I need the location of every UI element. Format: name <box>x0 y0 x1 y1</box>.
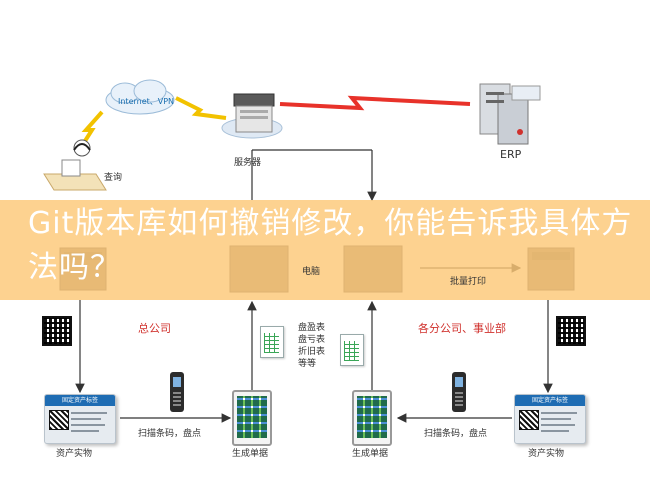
server-label: 服务器 <box>234 158 262 168</box>
asset-tag-title: 固定资产标签 <box>515 395 585 406</box>
lightning-bolt-erp <box>279 95 471 111</box>
asset-left-label: 资产实物 <box>56 449 93 459</box>
lightning-bolt-center <box>175 96 227 120</box>
report-item: 等等 <box>298 359 317 369</box>
erp-label: ERP <box>500 148 522 161</box>
scanner-right-icon <box>452 372 466 412</box>
generate-right-label: 生成单据 <box>352 449 389 459</box>
asset-tag-title: 固定资产标签 <box>45 395 115 406</box>
qr-code-left-icon <box>42 316 72 346</box>
erp-server-icon <box>479 83 541 145</box>
question-text: Git版本库如何撤销修改，你能告诉我具体方法吗？ <box>28 206 633 285</box>
report-list: 盘盈表 盘亏表 折旧表 等等 <box>298 322 325 370</box>
scan-left-label: 扫描条码，盘点 <box>138 429 202 439</box>
spreadsheet-right-icon <box>340 334 364 366</box>
server-icon <box>221 93 283 139</box>
scan-right-label: 扫描条码，盘点 <box>424 429 488 439</box>
generate-left-label: 生成单据 <box>232 449 269 459</box>
question-overlay <box>0 200 650 300</box>
cloud-icon <box>105 79 175 115</box>
report-item: 折旧表 <box>298 347 326 357</box>
head-office-label: 总公司 <box>138 322 171 335</box>
tablet-right-icon <box>352 390 392 446</box>
query-user-icon <box>43 139 107 191</box>
spreadsheet-left-icon <box>260 326 284 358</box>
report-item: 盘盈表 <box>298 323 326 333</box>
batch-print-label: 批量打印 <box>450 277 487 287</box>
tablet-left-icon <box>232 390 272 446</box>
report-item: 盘亏表 <box>298 335 326 345</box>
query-label: 查询 <box>104 173 123 183</box>
qr-code-right-icon <box>556 316 586 346</box>
asset-tag-left: 固定资产标签 <box>44 394 116 444</box>
vpn-label: Internet、VPN <box>118 97 175 106</box>
asset-tag-right: 固定资产标签 <box>514 394 586 444</box>
scanner-left-icon <box>170 372 184 412</box>
branches-label: 各分公司、事业部 <box>418 322 506 335</box>
asset-right-label: 资产实物 <box>528 449 565 459</box>
computer-label: 电脑 <box>302 267 321 277</box>
